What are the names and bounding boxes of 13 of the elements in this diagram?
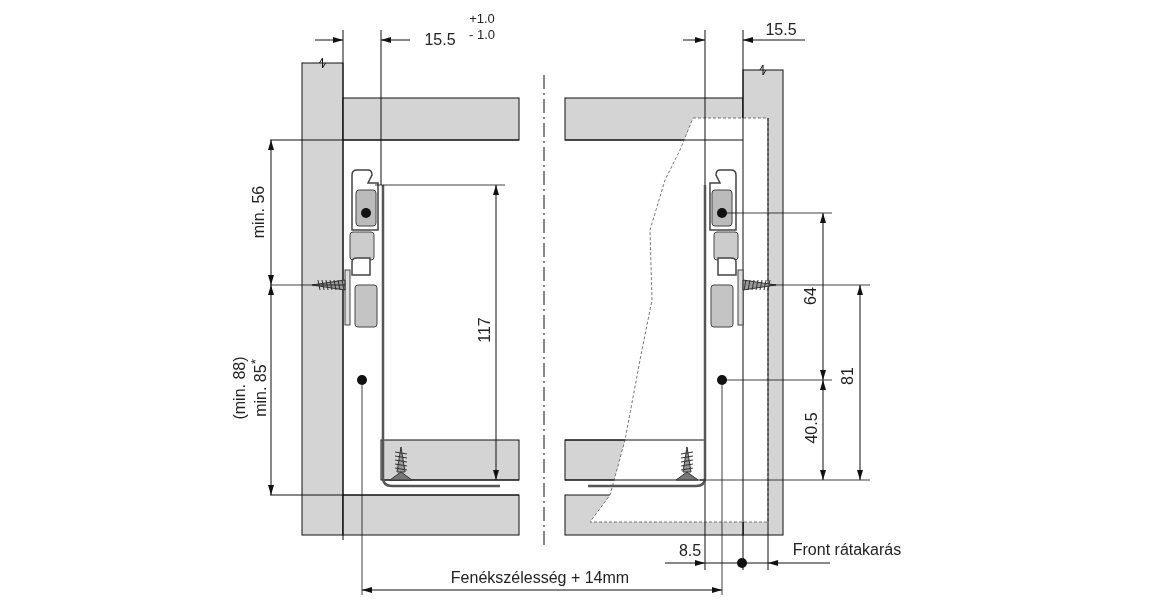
dimension-label: 81: [840, 367, 856, 385]
dimension-label: min. 56: [251, 185, 267, 239]
dimension-label: 40.5: [804, 412, 820, 444]
dimension-label: - 1.0: [469, 27, 495, 41]
dimension-label: 15.5: [765, 22, 797, 38]
dimension-label: 64: [803, 287, 819, 305]
dimension-label: +1.0: [469, 11, 495, 25]
dimension-label: (min. 88): [232, 356, 248, 420]
dimension-label: Front rátakarás: [792, 542, 902, 558]
dimension-label: 15.5: [424, 32, 456, 48]
dimension-label: 8.5: [678, 543, 702, 559]
dimension-label: Fenékszélesség + 14mm: [450, 570, 630, 586]
dimension-label: 117: [477, 317, 493, 343]
